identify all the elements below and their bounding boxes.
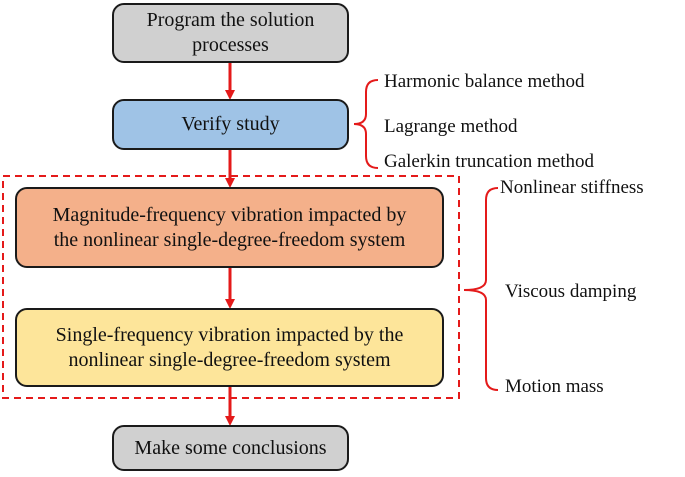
factor-motion-mass: Motion mass (505, 376, 604, 397)
verify-study-box: Verify study (112, 99, 349, 150)
methods-brace (353, 79, 379, 169)
factor-viscous-damping: Viscous damping (505, 281, 637, 302)
verify-line-1: Verify study (181, 113, 280, 135)
magnitude-line-1: Magnitude-frequency vibration impacted b… (52, 203, 407, 226)
method-lagrange: Lagrange method (384, 116, 518, 137)
conclude-line-1: Make some conclusions (134, 436, 327, 459)
method-galerkin-truncation: Galerkin truncation method (384, 151, 594, 172)
factors-brace (463, 187, 499, 391)
single-line-1: Single-frequency vibration impacted by t… (55, 323, 404, 346)
program-line-2: processes (192, 34, 269, 56)
conclusions-box: Make some conclusions (112, 425, 349, 471)
single-line-2: nonlinear single-degree-freedom system (68, 348, 391, 371)
magnitude-line-2: the nonlinear single-degree-freedom syst… (53, 228, 406, 251)
program-solution-box: Program the solution processes (112, 3, 349, 63)
method-harmonic-balance: Harmonic balance method (384, 71, 585, 92)
single-frequency-box: Single-frequency vibration impacted by t… (15, 308, 444, 387)
factor-nonlinear-stiffness: Nonlinear stiffness (500, 177, 644, 198)
program-line-1: Program the solution (146, 9, 315, 31)
magnitude-frequency-box: Magnitude-frequency vibration impacted b… (15, 187, 444, 268)
